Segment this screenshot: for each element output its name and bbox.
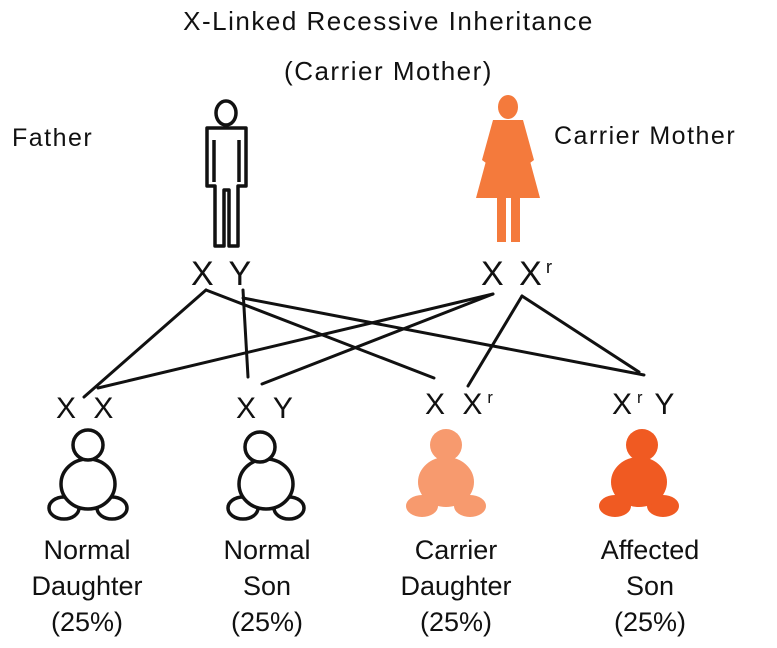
allele-2: Y	[272, 392, 297, 425]
mother-allele-1: X	[481, 255, 507, 293]
mother-allele-2: X	[519, 255, 545, 293]
allele-1: X	[236, 392, 261, 425]
allele-2: Y	[654, 388, 679, 421]
father-figure	[205, 99, 248, 248]
normal-son-figure	[226, 430, 306, 521]
caption-percent: (25%)	[419, 607, 493, 637]
allele-2-sup: r	[487, 389, 493, 407]
mother-label: Carrier Mother	[554, 122, 737, 150]
caption-normal-daughter: Normal Daughter (25%)	[0, 532, 182, 640]
caption-affected-son: Affected Son (25%)	[555, 532, 745, 640]
caption-line-1: Normal	[43, 535, 131, 565]
caption-line-2: Son	[242, 571, 292, 601]
father-label: Father	[12, 124, 94, 152]
father-allele-2: Y	[228, 255, 255, 293]
allele-2: X	[93, 392, 118, 425]
affected-son-figure	[599, 429, 679, 517]
allele-1: X	[56, 392, 81, 425]
caption-carrier-daughter: Carrier Daughter (25%)	[361, 532, 551, 640]
mother-allele-2-sup: r	[545, 255, 553, 277]
diagram-subtitle: (Carrier Mother)	[284, 56, 493, 86]
carrier-mother-figure	[476, 95, 540, 242]
child-genotype-affected-son: Xr Y	[612, 388, 679, 422]
mother-genotype: X Xr	[481, 255, 552, 294]
caption-line-2: Daughter	[400, 571, 512, 601]
caption-percent: (25%)	[613, 607, 687, 637]
child-genotype-normal-daughter: X X	[56, 392, 118, 426]
father-allele-1: X	[191, 255, 217, 293]
normal-daughter-figure	[47, 428, 129, 521]
caption-normal-son: Normal Son (25%)	[172, 532, 362, 640]
allele-1: X	[612, 388, 637, 421]
caption-line-1: Carrier	[414, 535, 498, 565]
child-genotype-carrier-daughter: X Xr	[425, 388, 493, 422]
caption-line-2: Son	[625, 571, 675, 601]
inheritance-lines	[82, 288, 646, 399]
father-genotype: X Y	[191, 255, 255, 294]
allele-1-sup: r	[637, 389, 643, 407]
allele-1: X	[425, 388, 450, 421]
caption-line-1: Affected	[600, 535, 700, 565]
caption-line-2: Daughter	[31, 571, 143, 601]
child-genotype-normal-son: X Y	[236, 392, 298, 426]
caption-line-1: Normal	[223, 535, 311, 565]
diagram-title: X-Linked Recessive Inheritance	[183, 6, 594, 36]
caption-percent: (25%)	[50, 607, 124, 637]
carrier-daughter-figure	[406, 429, 486, 517]
allele-2: X	[462, 388, 487, 421]
caption-percent: (25%)	[230, 607, 304, 637]
